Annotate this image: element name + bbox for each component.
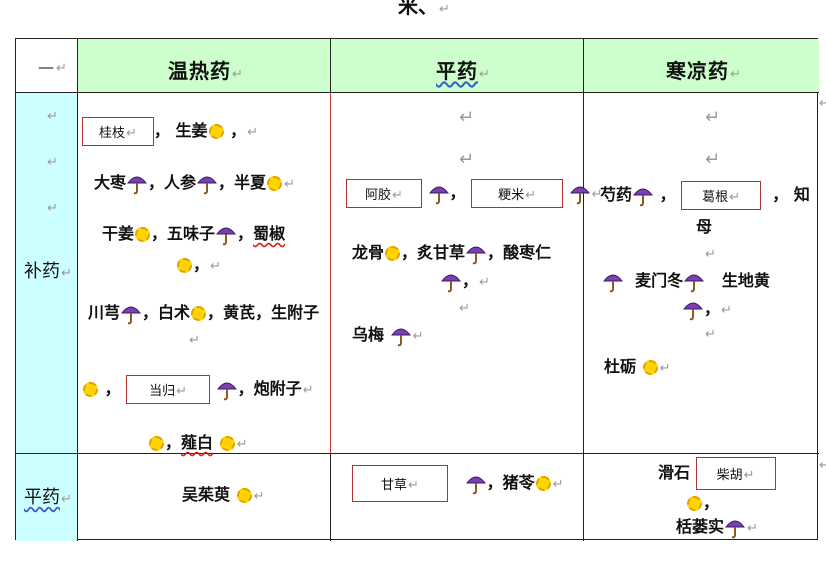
row-neutral-label: 平药↵ [24, 487, 72, 508]
sun-icon [219, 436, 235, 451]
tonic-neutral-line-2b: ，↵ [440, 267, 490, 293]
margin-mark: ↵ [819, 96, 826, 111]
neutral-neutral-line: 甘草↵ ，猪苓↵ [352, 465, 564, 502]
tonic-neutral-mark: ↵ [459, 301, 470, 316]
tonic-neutral-line-2: 龙骨，炙甘草，酸枣仁 [352, 239, 551, 265]
top-text-fragment: 米、↵ [398, 0, 450, 18]
header-corner: —↵ [38, 57, 68, 76]
umbrella-icon [121, 303, 141, 325]
sun-icon [642, 360, 658, 375]
sun-icon [208, 124, 224, 139]
sun-icon [135, 227, 151, 242]
tonic-warm-line-3b: ，↵ [176, 251, 221, 275]
umbrella-icon [429, 183, 449, 205]
grid-line [330, 454, 331, 541]
tonic-cold-mark: ↵ [705, 149, 721, 170]
tonic-warm-line-3: 干姜，五味子，蜀椒 [102, 220, 285, 246]
neutral-cold-line-2: ， [686, 489, 719, 513]
neutral-cold-line-3: 栝蒌实↵ [676, 513, 758, 539]
tonic-warm-line-4b: ↵ [189, 333, 200, 348]
grid-line [16, 92, 819, 93]
tonic-cold-mark: ↵ [705, 247, 716, 262]
grid-line [77, 39, 78, 541]
tonic-cold-line-2b: ，↵ [682, 295, 732, 321]
tonic-warm-line-4: 川芎，白术，黄芪，生附子 [88, 299, 319, 325]
tonic-neutral-line-3: 乌梅 ↵ [352, 321, 424, 347]
grid-line [330, 39, 331, 93]
umbrella-icon [570, 183, 590, 205]
tonic-cold-line-1: 芍药 ， 葛根↵ ， 知 [600, 181, 810, 210]
umbrella-icon [633, 185, 653, 207]
sun-icon [236, 488, 252, 503]
tonic-cold-line-3: 杜砺 ↵ [604, 357, 671, 376]
umbrella-icon [684, 271, 704, 293]
tonic-label-mark: ↵ [47, 155, 58, 170]
umbrella-icon [217, 379, 237, 401]
header-neutral-cell [331, 39, 584, 93]
tonic-label-mark: ↵ [47, 201, 58, 216]
sun-icon [177, 258, 192, 273]
herb-box-gancao: 甘草↵ [352, 465, 448, 502]
sun-icon [687, 496, 702, 511]
umbrella-icon [216, 224, 236, 246]
umbrella-icon [466, 473, 486, 495]
herb-box-danggui: 当归↵ [126, 375, 211, 404]
tonic-cold-line-1b: 母 [696, 217, 713, 236]
row-tonic-label: 补药↵ [24, 261, 72, 282]
sun-icon [191, 306, 207, 321]
umbrella-icon [197, 173, 217, 195]
umbrella-icon [603, 271, 623, 293]
herb-box-ejiao: 阿胶↵ [346, 179, 422, 208]
neutral-cold-line-1: 滑石 柴胡↵ [658, 457, 776, 490]
row-tonic-label-cell [16, 93, 78, 454]
tonic-cold-line-2: 麦门冬 生地黄 [602, 267, 770, 293]
herb-box-chaihu: 柴胡↵ [695, 457, 776, 490]
tonic-neutral-line-1: 阿胶↵ ， 粳米↵ ↵ [346, 179, 602, 208]
sun-icon [267, 176, 283, 191]
header-warm-cell [78, 39, 331, 93]
header-neutral: 平药↵ [436, 59, 491, 83]
margin-mark: ↵ [819, 458, 826, 473]
herb-box-guizhi: 桂枝↵ [82, 117, 154, 146]
sun-icon [385, 246, 401, 261]
umbrella-icon [466, 243, 486, 265]
neutral-warm-line: 吴茱萸 ↵ [182, 485, 265, 504]
sun-icon [149, 436, 164, 451]
header-cold-cell [584, 39, 819, 93]
grid-line [16, 453, 819, 454]
umbrella-icon [391, 325, 411, 347]
header-warm: 温热药↵ [168, 59, 244, 83]
grid-line [330, 93, 331, 454]
tonic-neutral-mark: ↵ [459, 149, 475, 170]
umbrella-icon [725, 517, 745, 539]
tonic-label-mark: ↵ [47, 109, 58, 124]
herb-box-gegen: 葛根↵ [681, 181, 762, 210]
row-neutral-label-cell [16, 454, 78, 541]
sun-icon [83, 382, 98, 397]
tonic-cold-mark: ↵ [705, 107, 721, 128]
herb-box-jingmi: 粳米↵ [471, 179, 563, 208]
tonic-cold-mark: ↵ [705, 327, 716, 342]
umbrella-icon [683, 299, 703, 321]
herb-table: —↵ 温热药↵ 平药↵ 寒凉药↵ ↵ ↵ ↵ 补药↵ 平药↵ 桂枝↵， 生姜 ，… [15, 38, 819, 541]
tonic-warm-line-2: 大枣，人参，半夏↵ [94, 169, 295, 195]
header-cold: 寒凉药↵ [666, 59, 742, 83]
sun-icon [535, 476, 551, 491]
tonic-warm-line-1: 桂枝↵， 生姜 ，↵ [82, 117, 258, 146]
umbrella-icon [127, 173, 147, 195]
tonic-neutral-mark: ↵ [459, 107, 475, 128]
tonic-warm-line-5: ， 当归↵ ，炮附子↵ [82, 375, 314, 404]
umbrella-icon [441, 271, 461, 293]
tonic-warm-line-6: ，薤白 ↵ [148, 429, 248, 453]
grid-line [583, 39, 584, 541]
